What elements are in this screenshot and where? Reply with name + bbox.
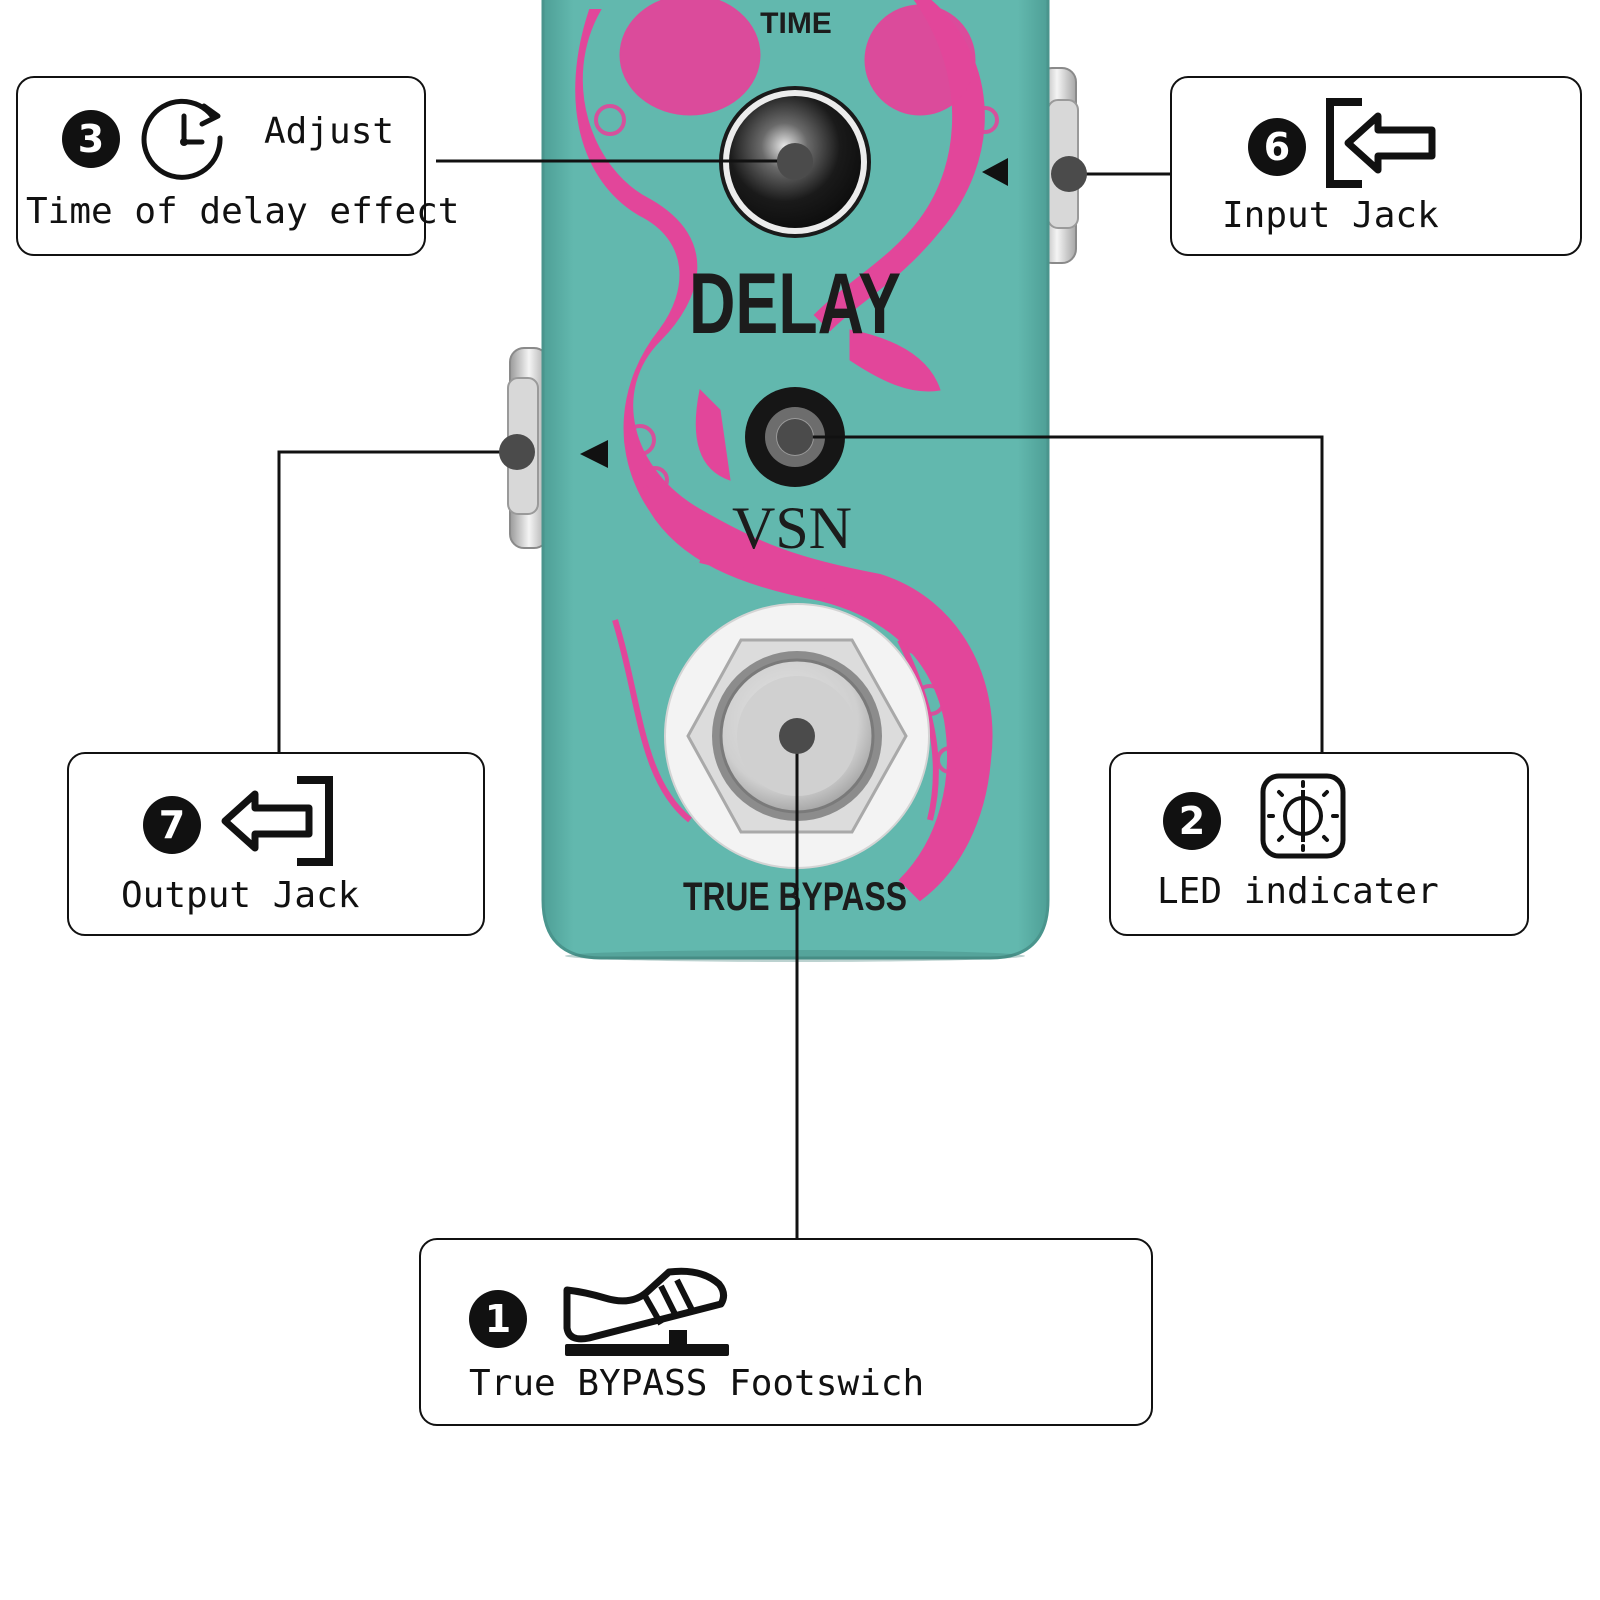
- callout-number: 6: [1248, 118, 1306, 176]
- callout-text: True BYPASS Footswich: [469, 1363, 925, 1404]
- knob-label-time: TIME: [760, 7, 832, 40]
- connector-dots: [499, 143, 1087, 754]
- input-jack-icon: [1326, 98, 1436, 188]
- callout-text: Output Jack: [121, 875, 360, 916]
- callout-led: 2 LED indicater: [1109, 752, 1529, 936]
- input-arrow-icon: [982, 158, 1008, 186]
- clock-icon: [141, 98, 223, 180]
- led-icon: [1260, 773, 1346, 859]
- callout-input-jack: 6 Input Jack: [1170, 76, 1582, 256]
- callout-text: Input Jack: [1222, 195, 1439, 236]
- bypass-label: TRUE BYPASS: [683, 875, 907, 919]
- callout-number: 3: [62, 110, 120, 168]
- callout-text: Time of delay effect: [26, 191, 460, 232]
- output-arrow-icon: [580, 440, 608, 468]
- dragon-artwork: [575, 0, 999, 902]
- callout-output-jack: 7 Output Jack: [67, 752, 485, 936]
- callout-number: 7: [143, 796, 201, 854]
- leader-lines: [277, 159, 1324, 1238]
- callout-number: 1: [469, 1290, 527, 1348]
- callout-title: Adjust: [264, 111, 395, 152]
- output-jack-icon: [221, 776, 333, 866]
- brand-logo: VSN: [732, 495, 852, 561]
- callout-number: 2: [1163, 792, 1221, 850]
- footswitch-shoe-icon: [563, 1267, 729, 1356]
- effect-name: DELAY: [689, 256, 901, 352]
- callout-text: LED indicater: [1157, 871, 1439, 912]
- callout-footswitch: 1 True BYPASS Footswich: [419, 1238, 1153, 1426]
- callout-time-knob: 3 Adjust Time of delay effect: [16, 76, 459, 256]
